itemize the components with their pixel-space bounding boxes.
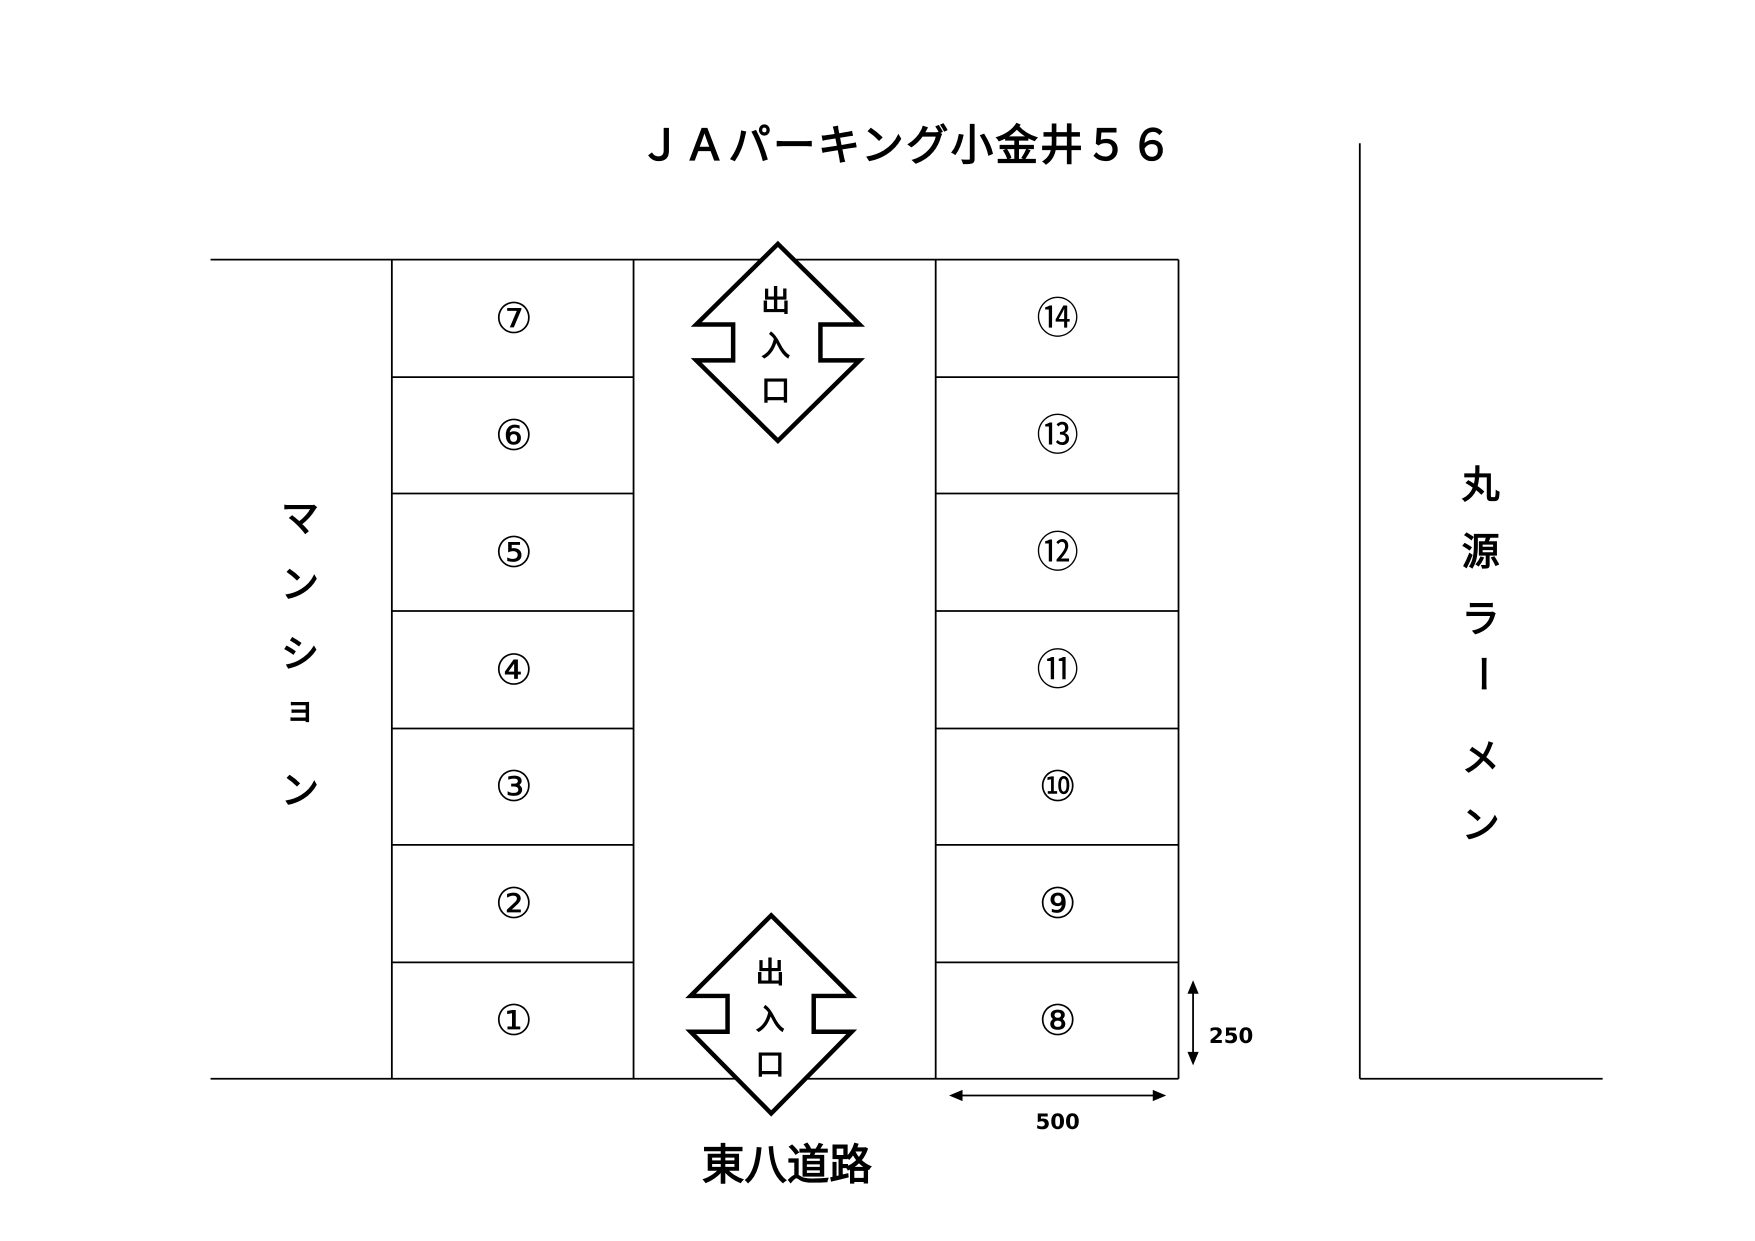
label-char: ン [1462, 803, 1500, 847]
entrance-label-char: 入 [756, 1003, 785, 1037]
parking-space: ⑧ [1039, 997, 1077, 1046]
neighbor-building-outline [1358, 143, 1603, 1080]
dimension-width: 500 [949, 1089, 1167, 1135]
parking-space: ⑭ [1036, 295, 1079, 344]
label-char: メ [1462, 736, 1500, 780]
entrance-label-char: 入 [761, 329, 790, 363]
lot-outline [210, 258, 1180, 1080]
label-char: ラ [1462, 597, 1500, 641]
label-char: 源 [1462, 530, 1500, 574]
entrance-label-char: 口 [756, 1047, 785, 1081]
road-label: 東八道路 [702, 1141, 873, 1190]
parking-space: ④ [495, 646, 533, 695]
parking-space: ⑦ [495, 295, 533, 344]
label-char: シ [281, 632, 319, 676]
space-number: ⑬ [1036, 412, 1079, 461]
space-number: ② [495, 880, 533, 929]
parking-space: ① [495, 997, 533, 1046]
space-number: ③ [495, 763, 533, 812]
label-char: 丸 [1461, 463, 1500, 507]
dimension-width-label: 500 [1035, 1110, 1079, 1135]
space-number: ⑪ [1036, 646, 1079, 695]
left-building-label: マ ン シ ョ ン [281, 497, 319, 813]
space-number: ⑫ [1036, 529, 1079, 578]
parking-space: ② [495, 880, 533, 929]
entrance-label-char: 出 [756, 956, 785, 990]
label-char: ー [1460, 655, 1504, 693]
parking-space: ⑩ [1039, 763, 1077, 812]
right-building-label: 丸 源 ラ ー メ ン [1460, 463, 1504, 847]
space-number: ⑤ [495, 529, 533, 578]
space-number: ④ [495, 646, 533, 695]
parking-space: ⑫ [1036, 529, 1079, 578]
entrance-arrow-top: 出 入 口 [690, 240, 866, 445]
parking-space: ⑨ [1039, 880, 1077, 929]
entrance-label-char: 口 [761, 374, 790, 408]
label-char: ン [281, 563, 319, 607]
space-number: ⑧ [1039, 997, 1077, 1046]
parking-space: ⑪ [1036, 646, 1079, 695]
parking-space: ③ [495, 763, 533, 812]
dimension-height-label: 250 [1209, 1024, 1253, 1049]
parking-space: ⑤ [495, 529, 533, 578]
dimension-height: 250 [1187, 980, 1253, 1066]
entrance-label-char: 出 [761, 284, 790, 318]
space-number: ⑭ [1036, 295, 1079, 344]
page-title: ＪＡパーキング小金井５６ [639, 122, 1175, 171]
label-char: ョ [284, 692, 315, 728]
entrance-arrow-bottom: 出 入 口 [685, 912, 858, 1117]
label-char: マ [281, 497, 319, 541]
space-number: ① [495, 997, 533, 1046]
space-number: ⑥ [495, 412, 533, 461]
space-number: ⑨ [1039, 880, 1077, 929]
label-char: ン [281, 768, 319, 812]
parking-space: ⑬ [1036, 412, 1079, 461]
parking-space: ⑥ [495, 412, 533, 461]
space-number: ⑦ [495, 295, 533, 344]
space-number: ⑩ [1039, 763, 1077, 812]
